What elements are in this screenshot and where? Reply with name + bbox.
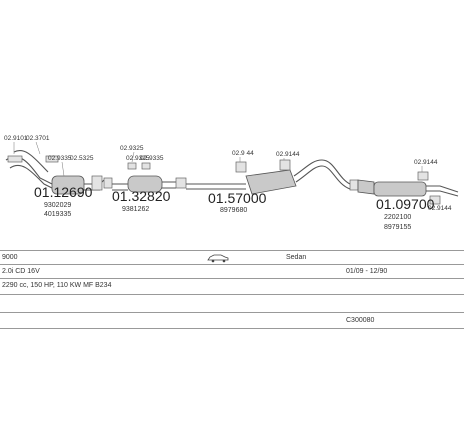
part-ref: 02.9144 — [276, 151, 300, 158]
clamp-icon — [103, 177, 113, 189]
part-number: 01.57000 — [208, 190, 267, 206]
hanger-icon — [141, 162, 151, 170]
rear-silencer-inlet-icon — [357, 179, 375, 195]
part-ref: 02.9101 — [4, 135, 28, 142]
part-ref: 02.9325 — [126, 155, 150, 162]
exhaust-system-diagram: 02.9101 02.3701 02.9335 02.5325 02.9325 … — [4, 135, 459, 231]
hanger-icon — [417, 171, 429, 181]
part-ref: 02.9144 — [414, 159, 438, 166]
flange-icon — [45, 155, 59, 163]
info-row-empty — [0, 294, 464, 309]
centre-silencer-icon — [245, 169, 297, 195]
info-row-engine: 2.0i CD 16V 01/09 - 12/90 — [0, 264, 464, 279]
part-oem-number: 9381262 — [122, 206, 149, 213]
engine-spec: 2290 cc, 150 HP, 110 KW MF B234 — [2, 282, 112, 289]
flange-icon — [7, 155, 23, 163]
middle-silencer-group — [112, 162, 187, 193]
part-number: 01.12690 — [34, 184, 93, 200]
part-oem-number: 4019335 — [44, 211, 71, 218]
engine-name: 2.0i CD 16V — [2, 268, 40, 275]
part-ref: 02.9 44 — [232, 150, 254, 157]
part-numbers: 01.12690 9302029 4019335 01.32820 938126… — [34, 184, 435, 231]
part-ref: 02.9325 — [120, 145, 144, 152]
front-pipe-group — [5, 150, 113, 195]
body-type: Sedan — [286, 254, 307, 261]
middle-silencer-icon — [127, 175, 163, 193]
part-oem-number: 8979155 — [384, 224, 411, 231]
part-oem-number: 8979680 — [220, 207, 247, 214]
hanger-icon — [127, 162, 137, 170]
part-oem-number: 9302029 — [44, 202, 71, 209]
gasket-icon — [91, 175, 103, 191]
part-ref: 02.3701 — [26, 135, 50, 142]
production-period: 01/09 - 12/90 — [346, 268, 388, 275]
part-ref: 02.9144 — [428, 205, 452, 212]
catalyst-icon — [51, 175, 85, 195]
clamp-icon — [349, 179, 359, 191]
clamp-icon — [175, 177, 187, 189]
hanger-icon — [235, 161, 247, 173]
part-number: 01.32820 — [112, 188, 171, 204]
rear-silencer-icon — [373, 181, 427, 197]
info-row-bottom — [0, 328, 464, 330]
part-ref: 02.9335 — [140, 155, 164, 162]
sedan-car-icon — [207, 254, 229, 263]
info-row-code: C300080 — [0, 312, 464, 327]
part-oem-number: 2202100 — [384, 214, 411, 221]
rear-silencer-group — [349, 171, 459, 205]
model-name: 9000 — [2, 254, 18, 261]
part-ref: 02.5325 — [70, 155, 94, 162]
hanger-icon — [279, 159, 291, 171]
leader-lines — [13, 141, 423, 177]
part-ref: 02.9335 — [48, 155, 72, 162]
vehicle-info-table: 9000 Sedan 2.0i CD 16V 01/09 - 12/90 229… — [0, 250, 464, 441]
hanger-icon — [429, 195, 441, 205]
centre-silencer-group — [186, 159, 351, 195]
system-code: C300080 — [346, 317, 375, 324]
info-row-spec: 2290 cc, 150 HP, 110 KW MF B234 — [0, 278, 464, 293]
part-references: 02.9101 02.3701 02.9335 02.5325 02.9325 … — [4, 135, 452, 212]
part-number: 01.09700 — [376, 196, 435, 212]
info-row-model: 9000 Sedan — [0, 250, 464, 265]
